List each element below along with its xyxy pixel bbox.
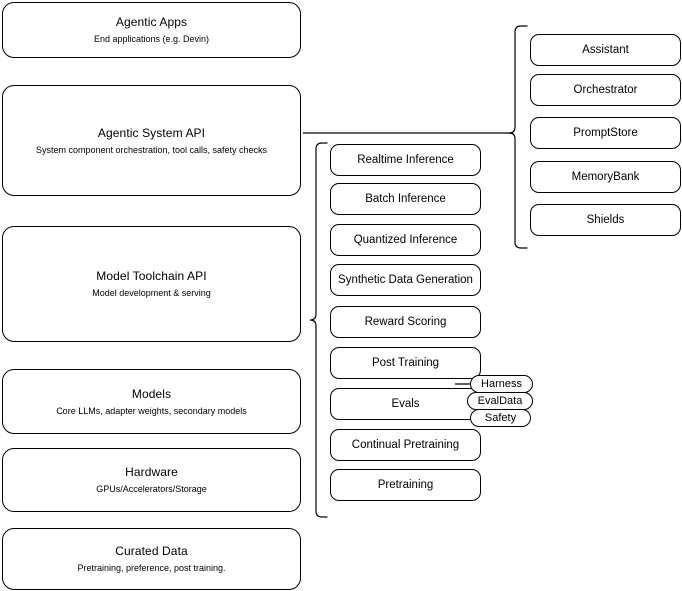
layer-curated-data[interactable]: Curated Data Pretraining, preference, po… <box>2 528 301 590</box>
layer-title: Curated Data <box>115 544 188 558</box>
component-label: Shields <box>586 214 625 226</box>
capability-label: Realtime Inference <box>357 154 454 166</box>
component-label: PromptStore <box>573 127 638 139</box>
layer-subtitle: Model development & serving <box>92 288 211 298</box>
layer-agentic-apps[interactable]: Agentic Apps End applications (e.g. Devi… <box>2 2 301 58</box>
layer-title: Model Toolchain API <box>96 269 207 283</box>
capability-label: Batch Inference <box>365 193 446 205</box>
layer-title: Agentic Apps <box>115 15 188 29</box>
capability-label: Pretraining <box>377 479 434 491</box>
badge-label: EvalData <box>477 395 523 407</box>
component-orchestrator[interactable]: Orchestrator <box>530 74 681 106</box>
capability-label: Reward Scoring <box>364 316 447 328</box>
capability-batch-inference[interactable]: Batch Inference <box>330 183 481 215</box>
capability-pretraining[interactable]: Pretraining <box>330 469 481 501</box>
layer-title: Hardware <box>125 465 178 479</box>
badge-label: Safety <box>484 412 517 424</box>
layer-subtitle: Pretraining, preference, post training. <box>77 563 226 573</box>
layer-subtitle: System component orchestration, tool cal… <box>35 144 268 155</box>
capability-label: Post Training <box>371 357 440 369</box>
component-label: Assistant <box>582 44 629 56</box>
capability-quantized-inference[interactable]: Quantized Inference <box>330 224 481 256</box>
layer-agentic-system-api[interactable]: Agentic System API System component orch… <box>2 85 301 196</box>
layer-subtitle: GPUs/Accelerators/Storage <box>96 484 207 494</box>
capability-post-training[interactable]: Post Training <box>330 347 481 379</box>
capability-label: Synthetic Data Generation <box>338 274 473 286</box>
layer-subtitle: Core LLMs, adapter weights, secondary mo… <box>56 405 247 416</box>
badge-safety[interactable]: Safety <box>470 409 531 427</box>
capability-reward-scoring[interactable]: Reward Scoring <box>330 306 481 338</box>
capability-realtime-inference[interactable]: Realtime Inference <box>330 144 481 176</box>
layer-title: Agentic System API <box>97 125 206 140</box>
layer-models[interactable]: Models Core LLMs, adapter weights, secon… <box>2 369 301 434</box>
component-label: Orchestrator <box>573 84 638 96</box>
capability-evals[interactable]: Evals <box>330 388 481 420</box>
component-memorybank[interactable]: MemoryBank <box>530 161 681 193</box>
toolchain-capabilities-brace <box>309 142 328 518</box>
badge-evaldata[interactable]: EvalData <box>467 392 533 410</box>
component-shields[interactable]: Shields <box>530 204 681 236</box>
capability-label: Evals <box>391 398 420 410</box>
layer-model-toolchain-api[interactable]: Model Toolchain API Model development & … <box>2 226 301 342</box>
capability-label: Continual Pretraining <box>351 439 460 451</box>
layer-title: Models <box>131 386 172 401</box>
component-label: MemoryBank <box>571 171 640 183</box>
capability-label: Quantized Inference <box>353 234 458 246</box>
component-assistant[interactable]: Assistant <box>530 34 681 66</box>
system-components-brace <box>508 25 528 249</box>
layer-subtitle: End applications (e.g. Devin) <box>93 34 210 44</box>
capability-continual-pretraining[interactable]: Continual Pretraining <box>330 429 481 461</box>
component-promptstore[interactable]: PromptStore <box>530 117 681 149</box>
badge-label: Harness <box>481 378 522 390</box>
capability-synthetic-data-generation[interactable]: Synthetic Data Generation <box>330 264 481 296</box>
badge-harness[interactable]: Harness <box>470 375 533 393</box>
layer-hardware[interactable]: Hardware GPUs/Accelerators/Storage <box>2 448 301 512</box>
